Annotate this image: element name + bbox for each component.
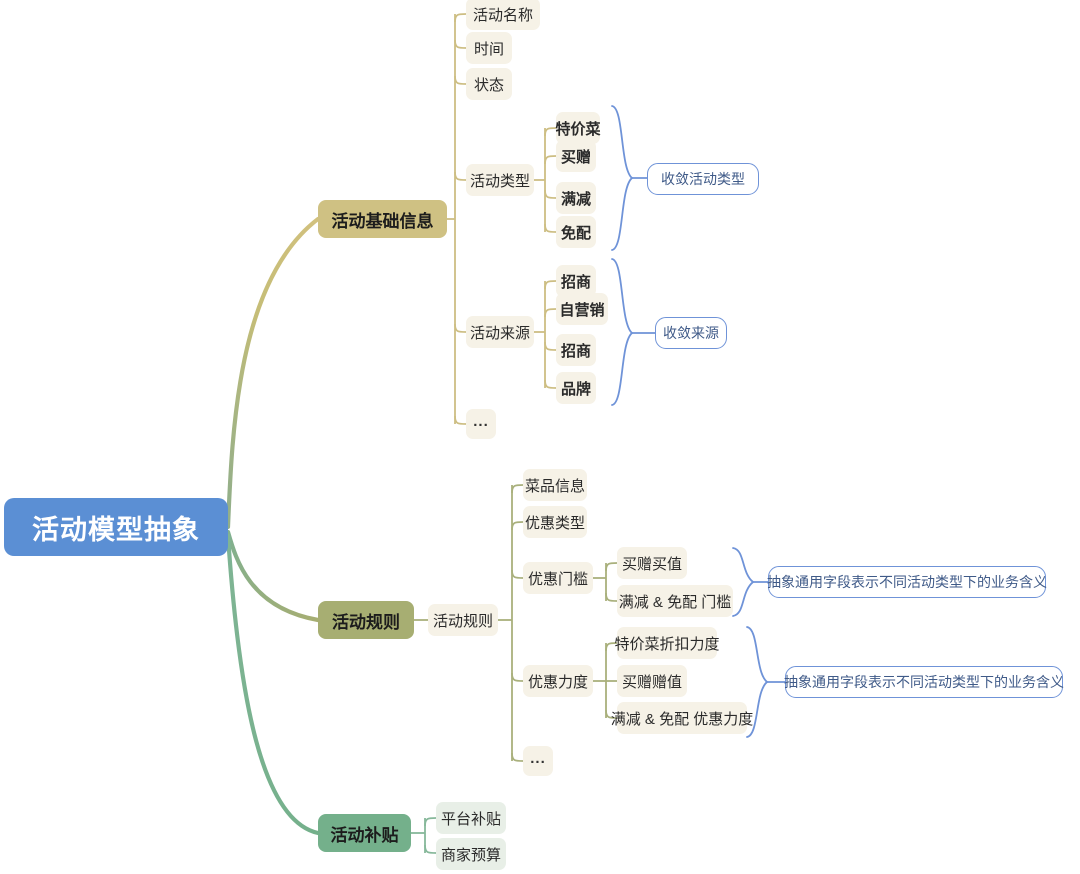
root-label: 活动模型抽象 bbox=[32, 514, 200, 545]
annotation-converge-source[interactable]: 收敛来源 bbox=[655, 317, 727, 349]
leaf-reduction-delivery-strength[interactable]: 满减 & 免配 优惠力度 bbox=[611, 702, 753, 734]
leaf-label: 特价菜折扣力度 bbox=[614, 635, 720, 653]
leaf-label: 时间 bbox=[473, 40, 504, 58]
node-activity-source[interactable]: 活动来源 bbox=[466, 316, 534, 348]
leaf-label: 活动名称 bbox=[472, 6, 533, 24]
leaf-label: 特价菜 bbox=[555, 120, 601, 138]
leaf-special-dish-discount[interactable]: 特价菜折扣力度 bbox=[614, 627, 720, 659]
leaf-more-base-info[interactable]: ... bbox=[466, 409, 496, 439]
leaf-label: 满减 & 免配 门槛 bbox=[618, 593, 732, 611]
annotation-generic-field-strength[interactable]: 抽象通用字段表示不同活动类型下的业务含义 bbox=[784, 666, 1064, 698]
branch-node-base-info[interactable]: 活动基础信息 bbox=[318, 200, 447, 238]
annotation-label: 收敛活动类型 bbox=[661, 171, 745, 187]
branch-label-base-info: 活动基础信息 bbox=[331, 211, 434, 231]
leaf-label: 买赠买值 bbox=[621, 555, 682, 573]
leaf-label: 优惠力度 bbox=[527, 673, 588, 691]
leaf-label: 优惠类型 bbox=[524, 514, 585, 532]
leaf-label: 满减 bbox=[560, 190, 591, 208]
leaf-reduction-delivery-threshold[interactable]: 满减 & 免配 门槛 bbox=[617, 585, 733, 617]
leaf-source-investment-2[interactable]: 招商 bbox=[556, 334, 596, 366]
leaf-dish-info[interactable]: 菜品信息 bbox=[523, 469, 587, 501]
branch-label-rules: 活动规则 bbox=[332, 612, 400, 632]
leaf-label: 状态 bbox=[473, 76, 504, 94]
branch-label-subsidy: 活动补贴 bbox=[330, 825, 399, 845]
leaf-source-investment-1[interactable]: 招商 bbox=[556, 265, 596, 297]
leaf-platform-subsidy[interactable]: 平台补贴 bbox=[436, 802, 506, 834]
node-promo-strength[interactable]: 优惠力度 bbox=[523, 665, 593, 697]
annotation-label: 抽象通用字段表示不同活动类型下的业务含义 bbox=[767, 574, 1047, 590]
leaf-source-brand[interactable]: 品牌 bbox=[556, 372, 596, 404]
leaf-buy-gift-value[interactable]: 买赠买值 bbox=[617, 547, 687, 579]
leaf-label: 菜品信息 bbox=[524, 477, 585, 495]
leaf-label: 自营销 bbox=[559, 301, 605, 319]
node-promo-threshold[interactable]: 优惠门槛 bbox=[523, 562, 593, 594]
leaf-buy-gift-amount[interactable]: 买赠赠值 bbox=[617, 665, 687, 697]
leaf-more-rules[interactable]: ... bbox=[523, 746, 553, 776]
leaf-label: 活动来源 bbox=[469, 324, 530, 342]
annotation-label: 抽象通用字段表示不同活动类型下的业务含义 bbox=[784, 674, 1064, 690]
leaf-label: 招商 bbox=[560, 273, 591, 291]
leaf-type-full-reduction[interactable]: 满减 bbox=[556, 182, 596, 214]
leaf-promo-type[interactable]: 优惠类型 bbox=[523, 506, 587, 538]
leaf-merchant-budget[interactable]: 商家预算 bbox=[436, 838, 506, 870]
annotation-generic-field-threshold[interactable]: 抽象通用字段表示不同活动类型下的业务含义 bbox=[767, 566, 1047, 598]
leaf-label: 平台补贴 bbox=[440, 810, 501, 828]
leaf-activity-name[interactable]: 活动名称 bbox=[466, 0, 540, 30]
leaf-label: 活动规则 bbox=[432, 612, 493, 630]
leaf-label: 品牌 bbox=[560, 380, 591, 398]
leaf-label: ... bbox=[473, 413, 489, 430]
leaf-label: 招商 bbox=[560, 342, 591, 360]
leaf-source-self-marketing[interactable]: 自营销 bbox=[556, 293, 608, 325]
leaf-type-free-delivery[interactable]: 免配 bbox=[556, 216, 596, 248]
leaf-label: 满减 & 免配 优惠力度 bbox=[610, 710, 754, 728]
leaf-label: 优惠门槛 bbox=[527, 570, 588, 588]
leaf-label: ... bbox=[530, 750, 546, 767]
leaf-type-special-dish[interactable]: 特价菜 bbox=[555, 112, 601, 144]
node-rules-mid[interactable]: 活动规则 bbox=[428, 604, 498, 636]
root-node[interactable]: 活动模型抽象 bbox=[4, 498, 228, 556]
leaf-status[interactable]: 状态 bbox=[466, 68, 512, 100]
node-activity-type[interactable]: 活动类型 bbox=[466, 164, 534, 196]
leaf-label: 买赠赠值 bbox=[621, 673, 682, 691]
leaf-time[interactable]: 时间 bbox=[466, 32, 512, 64]
leaf-label: 活动类型 bbox=[469, 172, 530, 190]
branch-node-subsidy[interactable]: 活动补贴 bbox=[318, 814, 411, 852]
leaf-type-buy-gift[interactable]: 买赠 bbox=[556, 140, 596, 172]
leaf-label: 商家预算 bbox=[440, 846, 501, 864]
branch-node-rules[interactable]: 活动规则 bbox=[318, 601, 414, 639]
annotation-converge-activity-type[interactable]: 收敛活动类型 bbox=[647, 163, 759, 195]
leaf-label: 买赠 bbox=[560, 148, 591, 166]
annotation-label: 收敛来源 bbox=[663, 325, 719, 341]
leaf-label: 免配 bbox=[560, 224, 591, 242]
